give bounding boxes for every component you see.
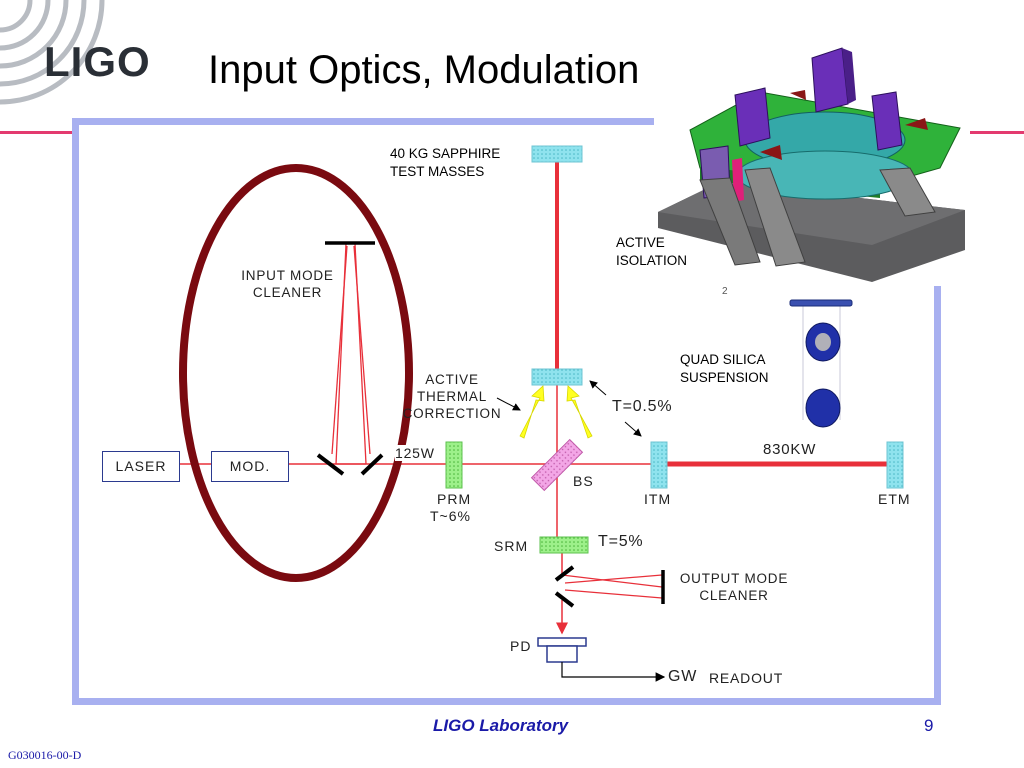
input-mode-cleaner-beams (331, 243, 371, 465)
test-mass-itm-vertical (531, 368, 583, 386)
itm-label: ITM (644, 491, 672, 507)
srm-transmission-label: T=5% (598, 533, 644, 550)
bs-label: BS (573, 473, 594, 489)
active-isolation-label: ACTIVE ISOLATION (616, 235, 688, 268)
srm-label: SRM (494, 538, 529, 554)
prm-mirror (445, 441, 463, 489)
input-power-label: 125W (395, 445, 435, 461)
arm-power-label: 830KW (763, 441, 817, 458)
page-number: 9 (924, 716, 934, 735)
omc-mirror-bottom (554, 591, 575, 608)
t-itm-pointer-bottom (624, 421, 642, 437)
ligo-logo: LIGO (44, 38, 151, 85)
etm-label: ETM (878, 491, 911, 507)
itm-mirror (650, 441, 668, 489)
modulator-box: MOD. (211, 451, 289, 482)
active-thermal-correction-label: ACTIVE THERMAL CORRECTION (402, 372, 502, 421)
input-optics-highlight (179, 164, 413, 582)
prm-label: PRM (437, 491, 472, 507)
document-id: G030016-00-D (8, 748, 82, 762)
omc-mirror-top (554, 565, 575, 582)
etm-mirror (886, 441, 904, 489)
imc-right-mirror (360, 453, 384, 476)
srm-mirror (539, 536, 589, 554)
quad-silica-label: QUAD SILICA SUSPENSION (680, 352, 769, 385)
output-mode-cleaner-label: OUTPUT MODE CLEANER (679, 571, 789, 603)
imc-left-mirror (316, 453, 345, 476)
input-mode-cleaner-label: INPUT MODE CLEANER (241, 268, 334, 300)
thermal-pointer (496, 397, 521, 411)
prm-transmission-label: T~6% (430, 508, 471, 524)
thermal-arrow-right (566, 385, 593, 439)
gw-label: GW (668, 668, 698, 685)
thermal-arrow-left (519, 385, 545, 439)
test-masses-label: 40 KG SAPPHIRE TEST MASSES (390, 146, 501, 179)
quad-suspension-graphic (789, 299, 853, 428)
gw-readout-line (561, 662, 666, 682)
test-mass-top (531, 145, 583, 163)
readout-label: READOUT (709, 670, 784, 686)
itm-transmission-label: T=0.5% (612, 398, 673, 415)
footer-lab-name: LIGO Laboratory (433, 716, 569, 735)
t-itm-pointer-top (589, 380, 607, 396)
laser-box: LASER (102, 451, 180, 482)
slide-title: Input Optics, Modulation (208, 48, 640, 92)
output-mode-cleaner-beams (561, 574, 663, 599)
active-isolation-render (654, 47, 970, 286)
pd-label: PD (510, 638, 532, 654)
pd-body (546, 645, 578, 663)
pd-top (537, 637, 587, 647)
beamsplitter (530, 438, 584, 492)
stray-mark: 2 (722, 286, 728, 297)
